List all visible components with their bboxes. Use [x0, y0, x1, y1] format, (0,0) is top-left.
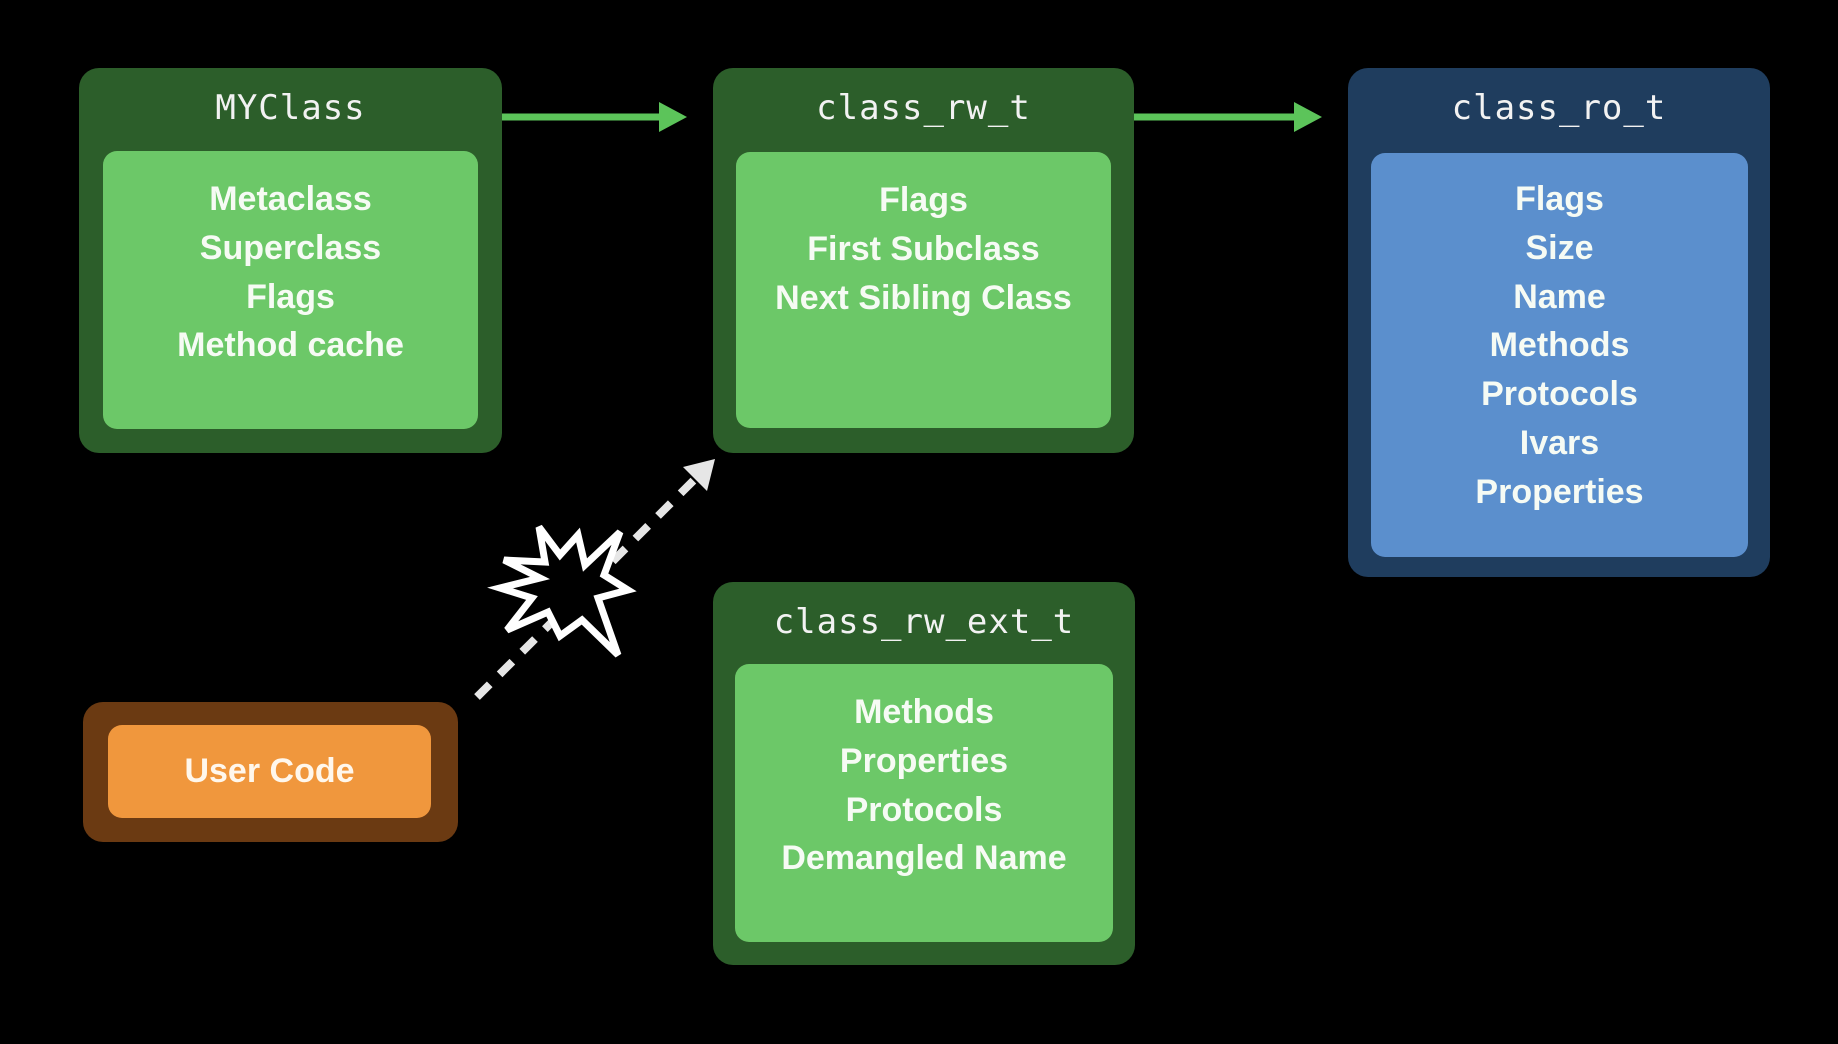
- class-ro-t-box: class_ro_t Flags Size Name Methods Proto…: [1348, 68, 1770, 577]
- field-methods: Methods: [854, 693, 994, 731]
- field-size: Size: [1525, 228, 1594, 267]
- dashed-arrow-usercode-to-rw: [474, 459, 715, 700]
- field-flags: Flags: [1515, 180, 1604, 218]
- field-first-subclass: First Subclass: [807, 229, 1040, 268]
- class-rw-t-box: class_rw_t Flags First Subclass Next Sib…: [713, 68, 1134, 453]
- field-superclass: Superclass: [199, 228, 382, 267]
- user-code-box: User Code: [83, 702, 458, 842]
- field-name: Name: [1513, 277, 1606, 316]
- field-protocols: Protocols: [1481, 375, 1638, 414]
- field-metaclass: Metaclass: [209, 180, 372, 218]
- user-code-label: User Code: [184, 752, 355, 791]
- class-rw-t-fields: Flags First Subclass Next Sibling Class: [736, 152, 1111, 428]
- field-protocols: Protocols: [845, 790, 1003, 829]
- field-method-cache: Method cache: [177, 326, 404, 365]
- arrow-myclass-to-rw: [502, 102, 687, 132]
- class-rw-ext-t-box: class_rw_ext_t Methods Properties Protoc…: [713, 582, 1135, 965]
- field-demangled-name: Demangled Name: [781, 839, 1067, 878]
- class-rw-t-title: class_rw_t: [816, 88, 1031, 128]
- field-properties: Properties: [839, 741, 1009, 780]
- field-ivars: Ivars: [1519, 423, 1600, 462]
- field-properties: Properties: [1475, 472, 1644, 511]
- class-ro-t-fields: Flags Size Name Methods Protocols Ivars …: [1371, 153, 1748, 557]
- field-flags: Flags: [246, 277, 335, 316]
- class-rw-ext-t-fields: Methods Properties Protocols Demangled N…: [735, 664, 1113, 942]
- field-methods: Methods: [1489, 326, 1630, 365]
- user-code-inner: User Code: [108, 725, 431, 818]
- myclass-box: MYClass Metaclass Superclass Flags Metho…: [79, 68, 502, 453]
- myclass-title: MYClass: [215, 88, 366, 128]
- myclass-fields: Metaclass Superclass Flags Method cache: [103, 151, 478, 429]
- field-next-sibling-class: Next Sibling Class: [775, 278, 1072, 317]
- arrow-rw-to-ro: [1134, 102, 1322, 132]
- explosion-icon: [487, 524, 637, 658]
- field-flags: Flags: [879, 181, 968, 219]
- class-ro-t-title: class_ro_t: [1451, 88, 1667, 128]
- class-rw-ext-t-title: class_rw_ext_t: [773, 602, 1075, 642]
